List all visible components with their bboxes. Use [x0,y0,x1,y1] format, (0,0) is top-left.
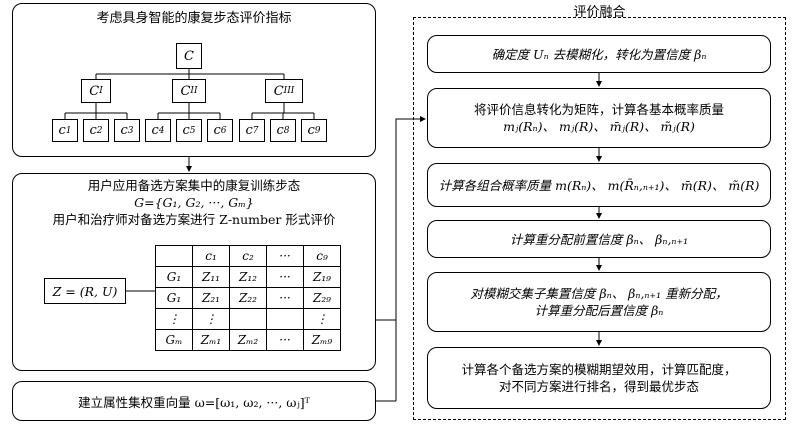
matrix-cell: Z₂₁ [192,287,230,309]
fusion-region [413,17,786,420]
fusion-step-3: 计算各组合概率质量 m(Rₙ)、 m(R̄ₙ,ₙ₊₁)、 m̄(R)、 m̃(R… [427,163,771,207]
matrix-cell: Zₘ₁ [192,329,230,351]
matrix-cell: Zₘ₉ [303,329,341,351]
matrix-cell: Gₘ [155,329,193,351]
weight-panel: 建立属性集权重向量 ω=[ω₁, ω₂, ···, ωⱼ]ᵀ [12,381,376,421]
fusion-step-1: 确定度 Uₙ 去模糊化，转化为置信度 βₙ [427,35,771,73]
matrix-cell: ⋮ [155,308,193,330]
evaluation-matrix: c₁ c₂ ··· c₉ G₁ Z₁₁ Z₁₂ ··· Z₁₉ G₁ Z₂₁ Z… [155,245,341,351]
indicator-title: 考虑具身智能的康复步态评价指标 [96,11,292,26]
fusion-step-5: 对模糊交集子集置信度 βₙ、 βₙ,ₙ₊₁ 重新分配， 计算重分配后置信度 βₙ [427,272,771,332]
fusion-step-2: 将评价信息转化为矩阵，计算各基本概率质量 mⱼ(Rₙ)、 mⱼ(R)、 m̄ⱼ(… [427,88,771,148]
evaluation-line-3: 用户和治疗师对备选方案进行 Z-number 形式评价 [52,212,336,227]
evaluation-line-1: 用户应用备选方案集中的康复训练步态 [87,178,301,193]
weight-vector-text: 建立属性集权重向量 ω=[ω₁, ω₂, ···, ωⱼ]ᵀ [78,394,310,410]
matrix-cell: ⋮ [192,308,230,330]
root-node: C [176,43,202,69]
root-label: C [184,48,194,64]
matrix-cell: Z₂₉ [303,287,341,309]
matrix-cell: G₁ [155,287,193,309]
matrix-cell: G₁ [155,266,193,288]
matrix-row: G₁ Z₂₁ Z₂₂ ··· Z₂₉ [155,287,341,309]
matrix-cell: Zₘ₂ [229,329,267,351]
matrix-row: ⋮ ⋮ ⋮ [155,308,341,330]
z-formula-box: Z = (R, U) [44,278,126,304]
gait-set-formula: G={G₁, G₂, ···, Gₘ} [134,195,254,210]
fusion-step-6: 计算各个备选方案的模糊期望效用，计算匹配度， 对不同方案进行排名，得到最优步态 [427,347,771,409]
fusion-title: 评价融合 [573,5,626,20]
fusion-step-4: 计算重分配前置信度 βₙ、 βₙ,ₙ₊₁ [427,220,771,258]
matrix-row: Gₘ Zₘ₁ Zₘ₂ ··· Zₘ₉ [155,329,341,351]
matrix-row: G₁ Z₁₁ Z₁₂ ··· Z₁₉ [155,266,341,288]
matrix-header-row: c₁ c₂ ··· c₉ [155,245,341,267]
matrix-cell: c₉ [303,245,341,267]
